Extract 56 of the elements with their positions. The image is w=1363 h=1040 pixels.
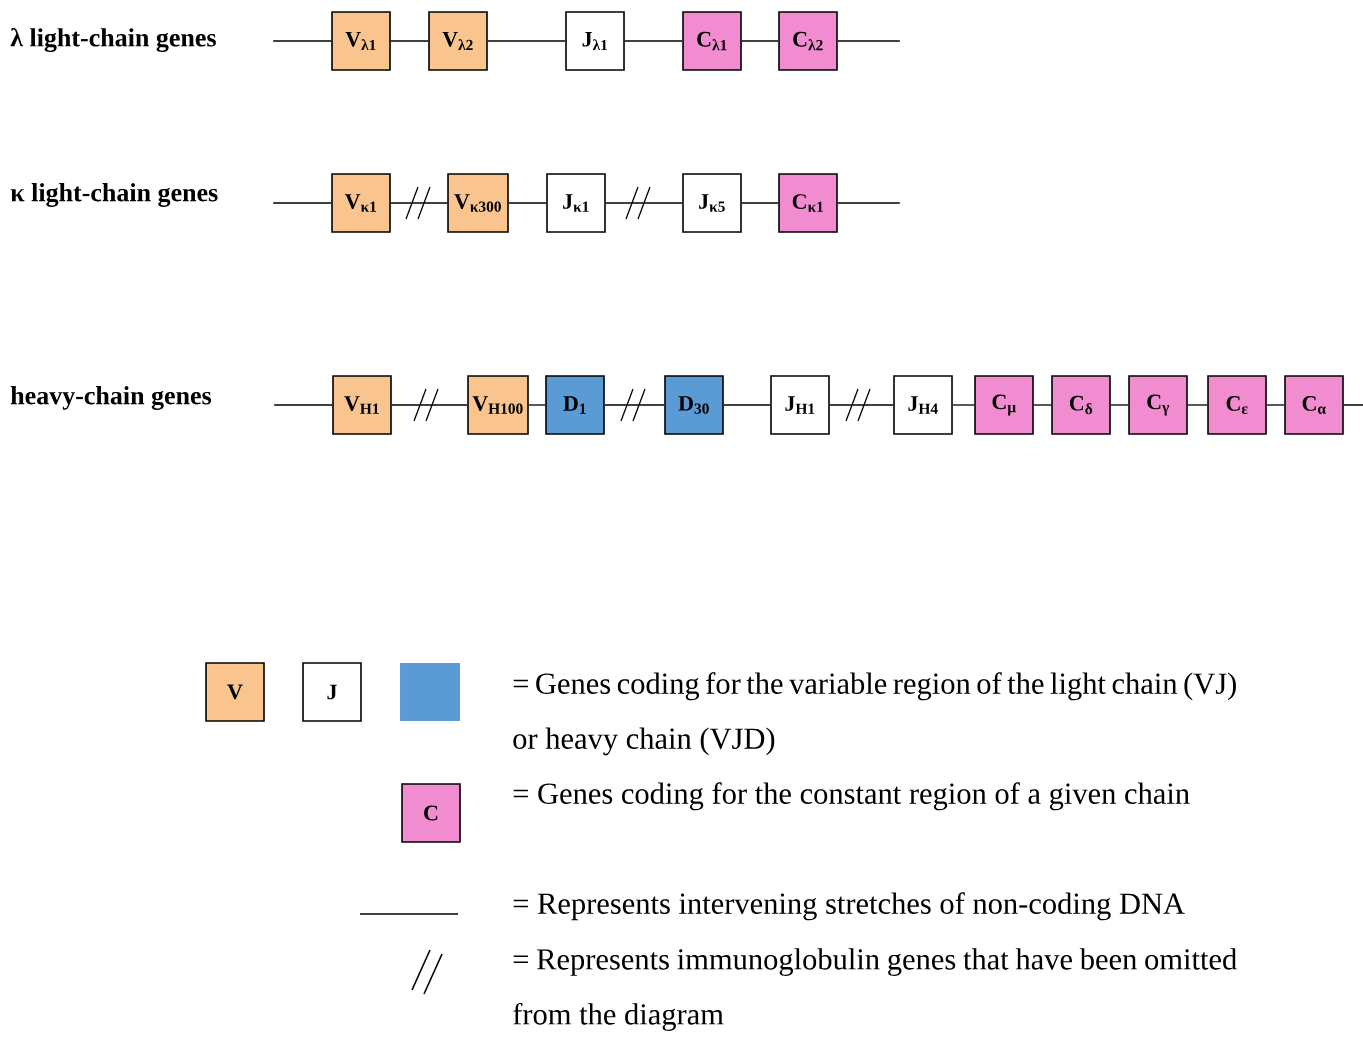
gene-box: J$_{λ1}$: [565, 11, 625, 71]
connecting-line: [390, 202, 448, 204]
connecting-line: [1110, 404, 1129, 406]
gene-box: V$_{H100}$: [467, 375, 529, 435]
connecting-line: [391, 404, 468, 406]
connecting-line: [624, 40, 683, 42]
connecting-line: [528, 404, 546, 406]
connecting-line: [605, 202, 683, 204]
connecting-line: [1033, 404, 1052, 406]
gene-box: V: [205, 662, 265, 722]
connecting-line: [829, 404, 894, 406]
gene-box: V$_{H1}$: [332, 375, 392, 435]
gene-box: J$_{κ1}$: [546, 173, 606, 233]
connecting-line: [1266, 404, 1285, 406]
connecting-line: [1187, 404, 1208, 406]
gene-box: C$_{ε}$: [1207, 375, 1267, 435]
gene-box: C$_{δ}$: [1051, 375, 1111, 435]
legend-text: = Genes coding for the constant region of a given chain: [513, 782, 1190, 811]
connecting-line: [273, 404, 333, 406]
gene-box: J$_{H1}$: [770, 375, 830, 435]
connecting-line: [272, 202, 332, 204]
connecting-line: [952, 404, 975, 406]
connecting-line: [1343, 404, 1363, 406]
gene-box: V$_{κ300}$: [447, 173, 509, 233]
connecting-line: [837, 40, 901, 42]
row-label: κ light-chain genes: [10, 183, 218, 207]
gene-box: V$_{λ1}$: [331, 11, 391, 71]
connecting-line: [837, 202, 901, 204]
color-swatch: [400, 663, 460, 721]
connecting-line: [272, 40, 332, 42]
gene-box: C$_{λ2}$: [778, 11, 838, 71]
gene-box: J$_{H4}$: [893, 375, 953, 435]
connecting-line: [741, 40, 779, 42]
connecting-line: [723, 404, 771, 406]
row-label: heavy-chain genes: [10, 386, 212, 410]
gene-box: C$_{λ1}$: [682, 11, 742, 71]
connecting-line: [604, 404, 665, 406]
gene-box: C: [401, 783, 461, 843]
gene-box: D$_{30}$: [664, 375, 724, 435]
gene-box: J: [302, 662, 362, 722]
connecting-line: [487, 40, 566, 42]
legend-text: = Represents intervening stretches of non-coding DNA: [513, 892, 1185, 921]
legend-text: = Genes coding for the variable region of the light chain (VJ) or heavy chain (VJD): [513, 672, 1236, 756]
gene-box: V$_{κ1}$: [331, 173, 391, 233]
connecting-line: [390, 40, 429, 42]
connecting-line: [508, 202, 547, 204]
gene-box: C$_{γ}$: [1128, 375, 1188, 435]
connecting-line: [741, 202, 779, 204]
gene-box: D$_{1}$: [545, 375, 605, 435]
row-label: λ light-chain genes: [10, 28, 216, 52]
legend-text: = Represents immunoglobulin genes that have been omitted from the diagram: [513, 948, 1237, 1031]
gene-box: J$_{κ5}$: [682, 173, 742, 233]
gene-box: C$_{α}$: [1284, 375, 1344, 435]
gene-box: C$_{μ}$: [974, 375, 1034, 435]
gene-box: C$_{κ1}$: [778, 173, 838, 233]
gene-box: V$_{λ2}$: [428, 11, 488, 71]
